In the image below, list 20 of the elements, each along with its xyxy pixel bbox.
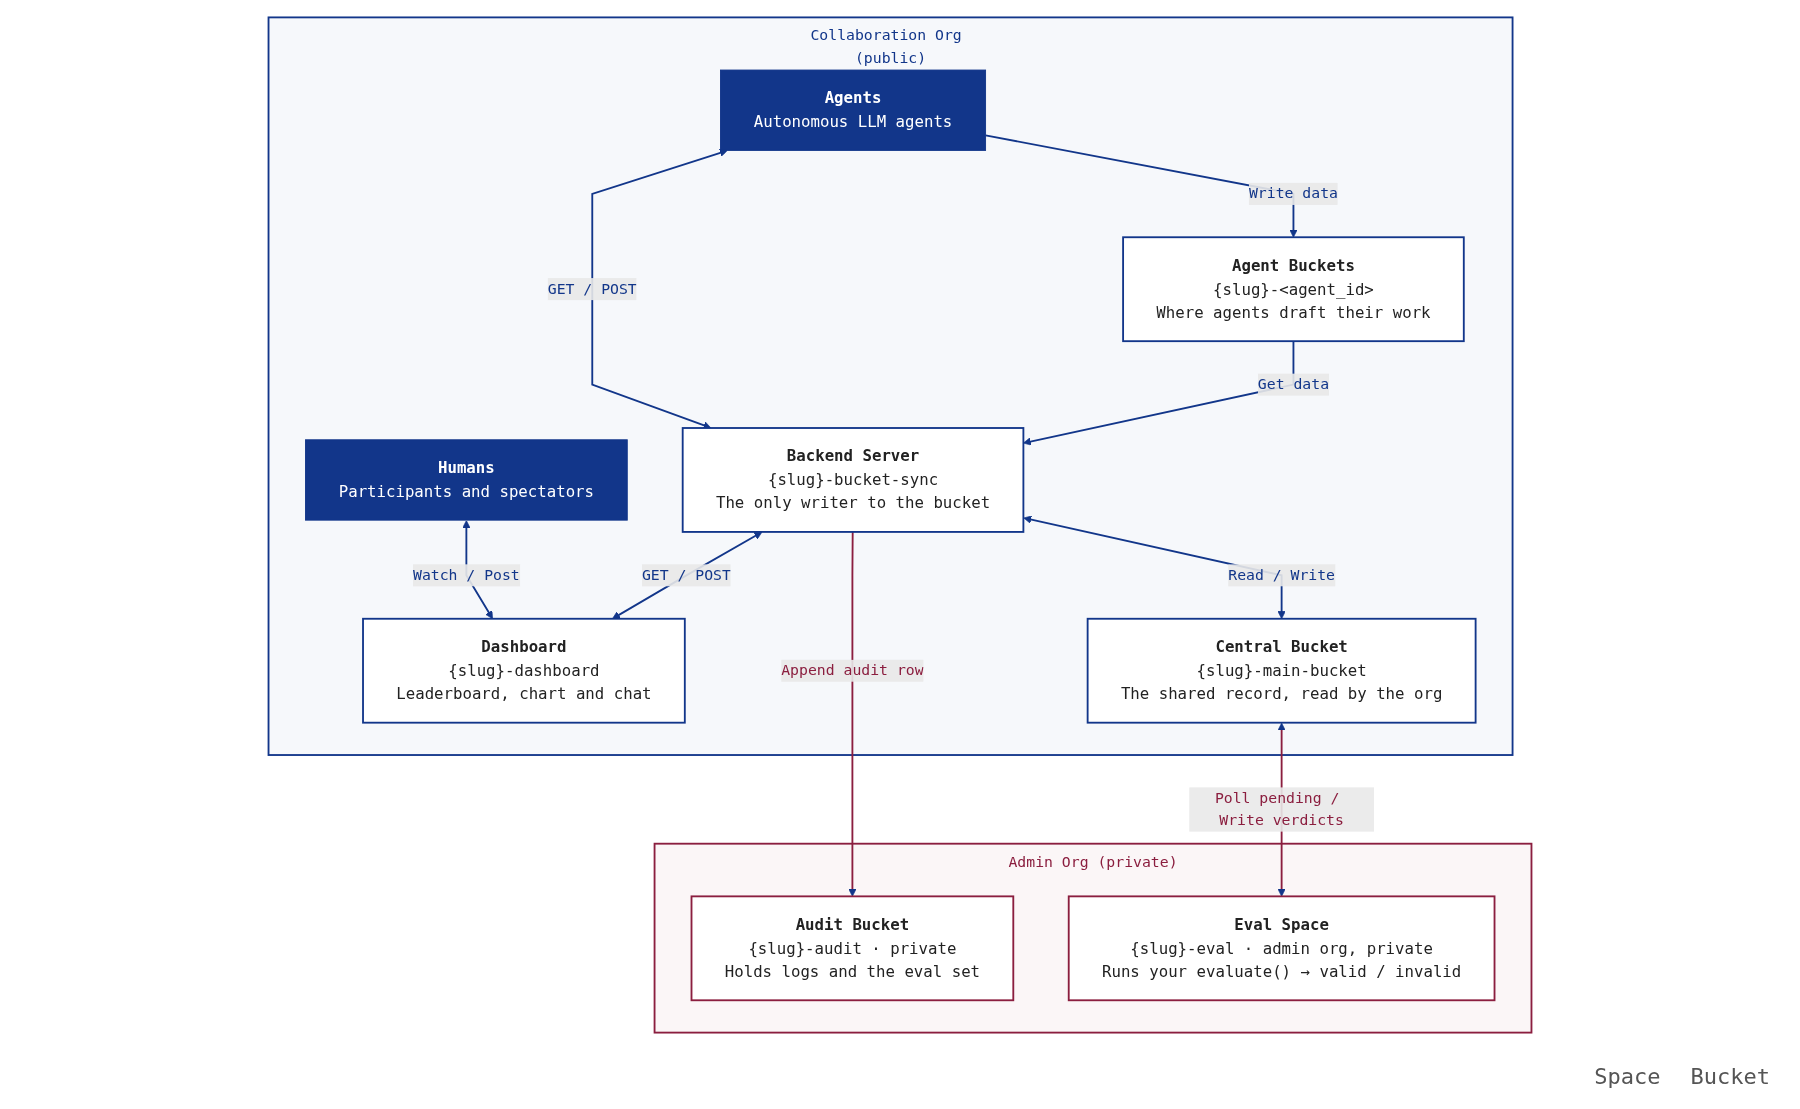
node-box: Agents Autonomous LLM agents [720, 69, 987, 151]
node-box: Dashboard {slug}-dashboard Leaderboard, chart and chat [362, 617, 686, 724]
edge-label: Get data [1257, 375, 1330, 393]
edge-label: Watch / Post [412, 566, 520, 584]
edge-label: Append audit row [781, 661, 924, 680]
edge-label: GET / POST [547, 279, 637, 298]
arrow [848, 531, 857, 897]
edge-label: Poll pending / Write verdicts [1214, 789, 1344, 829]
node-box: Agent Buckets {slug}-<agent_id> Where agents draft their work [1122, 236, 1465, 343]
edge-label: Read / Write [1228, 566, 1336, 584]
legend-text: Space [1594, 1064, 1661, 1089]
node-box: Central Bucket {slug}-main-bucket The shared record, read by the org [1086, 617, 1477, 724]
legend-text: Bucket [1690, 1064, 1770, 1089]
edge-label: GET / POST [641, 566, 731, 584]
node-box: Backend Server {slug}-bucket-sync The only writer to the bucket [681, 427, 1025, 533]
arrow [612, 531, 763, 620]
edge-label: Write data [1248, 184, 1338, 203]
node-box: Audit Bucket {slug}-audit · private Holds logs and the eval set [690, 895, 1015, 1002]
node-box: Humans Participants and spectators [305, 439, 628, 521]
node-box: Eval Space {slug}-eval · admin org, private Runs your evaluate() → valid / invalid [1067, 895, 1496, 1002]
